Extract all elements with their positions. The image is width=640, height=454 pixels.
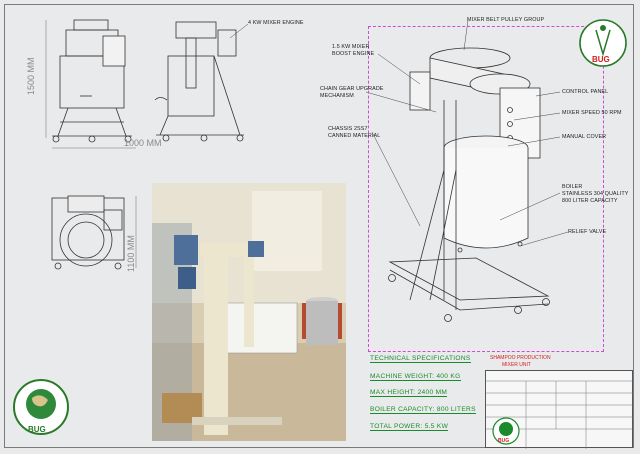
label-manual-cover: MANUAL COVER	[562, 134, 607, 140]
sheet-border	[4, 4, 634, 448]
label-mixer-speed: MIXER SPEED 50 RPM	[562, 110, 622, 116]
title-block-bug: BUG	[498, 438, 510, 444]
bottom-left-logo	[13, 379, 69, 435]
label-boost-engine-1: 1.5 KW MIXER	[332, 44, 370, 50]
machine-photo	[152, 183, 346, 441]
specs-heading: TECHNICAL SPECIFICATIONS	[370, 355, 471, 363]
isometric-frame	[368, 26, 604, 352]
label-engine-4kw: 4 KW MIXER ENGINE	[248, 20, 304, 26]
front-view	[52, 19, 132, 143]
label-relief-valve: RELIEF VALVE	[568, 229, 607, 235]
title-block	[485, 370, 634, 449]
bug-logo-word: BUG	[28, 425, 46, 434]
title-line-1: SHAMPOO PRODUCTION	[490, 355, 551, 361]
spec-weight: MACHINE WEIGHT: 400 KG	[370, 373, 461, 381]
label-boiler-3: 800 LITER CAPACITY	[562, 198, 618, 204]
bug-logo-word-right: BUG	[592, 55, 610, 64]
width-dimension: 1000 MM	[124, 138, 162, 148]
top-view	[51, 195, 125, 270]
label-chain-gear-1: CHAIN GEAR UPGRADE	[320, 86, 384, 92]
spec-power: TOTAL POWER: 5.5 KW	[370, 423, 449, 431]
spec-capacity: BOILER CAPACITY: 800 LITERS	[370, 406, 476, 414]
label-chassis-1: CHASSIS 2SS7	[328, 126, 368, 132]
label-boost-engine-2: BOOST ENGINE	[332, 51, 375, 57]
spec-height: MAX HEIGHT: 2400 MM	[370, 389, 448, 397]
label-boiler-1: BOILER	[562, 184, 583, 190]
label-boiler-2: STAINLESS 304 QUALITY	[562, 191, 629, 197]
label-chassis-2: CANNED MATERIAL	[328, 133, 381, 139]
label-mixer-belt: MIXER BELT PULLEY GROUP	[467, 17, 545, 23]
top-right-logo	[579, 19, 627, 67]
label-chain-gear-2: MECHANISM	[320, 93, 354, 99]
label-control-panel: CONTROL PANEL	[562, 89, 609, 95]
title-line-2: MIXER UNIT	[502, 362, 531, 368]
isometric-view	[388, 47, 550, 322]
side-view	[154, 21, 244, 142]
